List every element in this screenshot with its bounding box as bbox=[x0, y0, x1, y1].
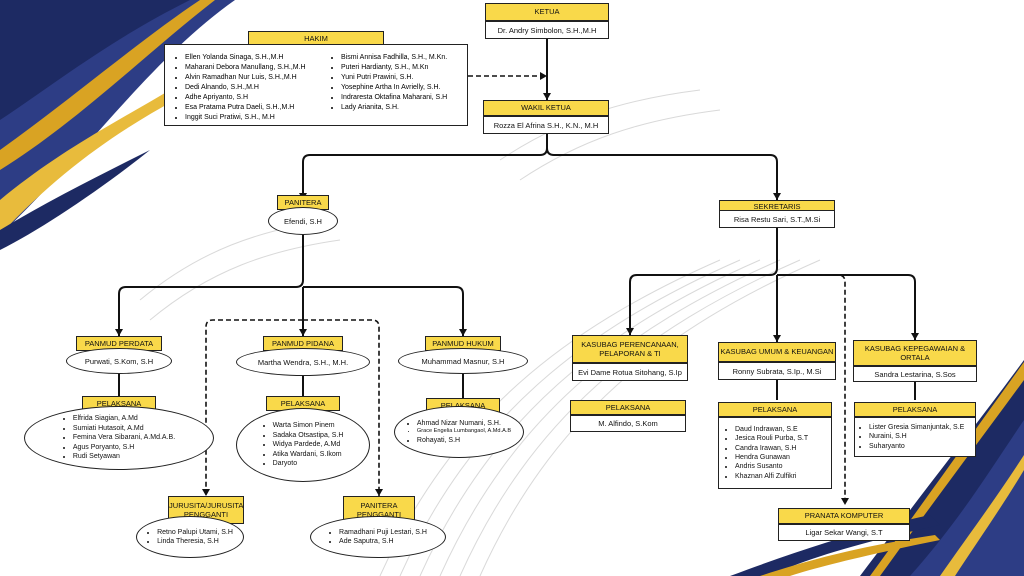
member-item: Indraresta Oktafina Maharani, S.H bbox=[341, 93, 447, 103]
member-item: Ahmad Nizar Numani, S.H. bbox=[417, 419, 511, 428]
pelaksana-perencanaan-name-box: M. Alfindo, S.Kom bbox=[570, 415, 686, 432]
jurusita-oval: Retno Palupi Utami, S.HLinda Theresia, S… bbox=[136, 516, 244, 558]
jurusita-list: Retno Palupi Utami, S.HLinda Theresia, S… bbox=[147, 528, 233, 547]
member-item: Bismi Annisa Fadhilla, S.H., M.Kn. bbox=[341, 53, 447, 63]
member-item: Rudi Setyawan bbox=[73, 452, 175, 461]
pranata-komputer-name-box: Ligar Sekar Wangi, S.T bbox=[778, 524, 910, 541]
member-item: Daud Indrawan, S.E bbox=[735, 425, 808, 434]
member-item: Alvin Ramadhan Nur Luis, S.H.,M.H bbox=[185, 73, 306, 83]
pelaksana-umum-list: Daud Indrawan, S.EJesica Rouli Purba, S.… bbox=[725, 425, 808, 482]
kasubag-perencanaan-title: KASUBAG PERENCANAAN, PELAPORAN & TI bbox=[572, 335, 688, 363]
wakil-ketua-name-box: Rozza El Afrina S.H., K.N., M.H bbox=[483, 116, 609, 134]
panmud-pidana-oval: Martha Wendra, S.H., M.H. bbox=[236, 348, 370, 376]
pelaksana-perencanaan-title: PELAKSANA bbox=[570, 400, 686, 415]
pelaksana-umum-title: PELAKSANA bbox=[718, 402, 832, 417]
member-item: Candra Irawan, S.H bbox=[735, 444, 808, 453]
pelaksana-umum-box: Daud Indrawan, S.EJesica Rouli Purba, S.… bbox=[718, 417, 832, 489]
member-item: Ellen Yolanda Sinaga, S.H.,M.H bbox=[185, 53, 306, 63]
wakil-ketua-title: WAKIL KETUA bbox=[483, 100, 609, 116]
member-item: Atika Wardani, S.Ikom bbox=[273, 450, 344, 459]
hakim-box: Ellen Yolanda Sinaga, S.H.,M.HMaharani D… bbox=[164, 44, 468, 126]
member-item: Yosephine Artha In Avrielly, S.H. bbox=[341, 83, 447, 93]
kasubag-umum-title: KASUBAG UMUM & KEUANGAN bbox=[718, 342, 836, 362]
pelaksana-perdata-oval: Elfrida Siagian, A.MdSumiati Hutasoit, A… bbox=[24, 406, 214, 470]
member-item: Adhe Apriyanto, S.H bbox=[185, 93, 306, 103]
member-item: Linda Theresia, S.H bbox=[157, 537, 233, 546]
panitera-name-oval: Efendi, S.H bbox=[268, 207, 338, 235]
member-item: Hendra Gunawan bbox=[735, 453, 808, 462]
member-item: Sadaka Otsastipa, S.H bbox=[273, 431, 344, 440]
member-item: Puteri Hardianty, S.H., M.Kn bbox=[341, 63, 447, 73]
pelaksana-hukum-oval: Ahmad Nizar Numani, S.H.Grace Engelia Lu… bbox=[394, 406, 524, 458]
panmud-hukum-oval: Muhammad Masnur, S.H bbox=[398, 348, 528, 374]
member-item: Ramadhani Puji Lestari, S.H bbox=[339, 528, 427, 537]
hakim-list-left: Ellen Yolanda Sinaga, S.H.,M.HMaharani D… bbox=[175, 53, 306, 123]
pelaksana-kepegawaian-box: Lister Gresia Simanjuntak, S.ENuraini, S… bbox=[854, 417, 976, 457]
panitera-pengganti-oval: Ramadhani Puji Lestari, S.HAde Saputra, … bbox=[310, 516, 446, 558]
member-item: Dedi Alnando, S.H.,M.H bbox=[185, 83, 306, 93]
panitera-pengganti-list: Ramadhani Puji Lestari, S.HAde Saputra, … bbox=[329, 528, 427, 547]
panmud-perdata-oval: Purwati, S.Kom, S.H bbox=[66, 348, 172, 374]
pranata-komputer-title: PRANATA KOMPUTER bbox=[778, 508, 910, 524]
kasubag-kepegawaian-name-box: Sandra Lestarina, S.Sos bbox=[853, 366, 977, 382]
kasubag-umum-name-box: Ronny Subrata, S.Ip., M.Si bbox=[718, 362, 836, 380]
ketua-title: KETUA bbox=[485, 3, 609, 21]
member-item: Yuni Putri Prawini, S.H. bbox=[341, 73, 447, 83]
kasubag-perencanaan-name-box: Evi Dame Rotua Sitohang, S.Ip bbox=[572, 363, 688, 381]
kasubag-kepegawaian-title: KASUBAG KEPEGAWAIAN & ORTALA bbox=[853, 340, 977, 366]
pelaksana-kepegawaian-title: PELAKSANA bbox=[854, 402, 976, 417]
member-item: Andris Susanto bbox=[735, 462, 808, 471]
member-item: Femina Vera Sibarani, A.Md.A.B. bbox=[73, 433, 175, 442]
member-item: Rohayati, S.H bbox=[417, 436, 511, 445]
member-item: Elfrida Siagian, A.Md bbox=[73, 414, 175, 423]
member-item: Grace Engelia Lumbangaol, A.Md.A.B bbox=[417, 428, 511, 436]
pelaksana-kepegawaian-list: Lister Gresia Simanjuntak, S.ENuraini, S… bbox=[859, 423, 964, 451]
member-item: Sumiati Hutasoit, A.Md bbox=[73, 424, 175, 433]
member-item: Maharani Debora Manullang, S.H.,M.H bbox=[185, 63, 306, 73]
pelaksana-pidana-oval: Warta Simon PinemSadaka Otsastipa, S.HWi… bbox=[236, 408, 370, 482]
member-item: Lady Arianita, S.H. bbox=[341, 103, 447, 113]
member-item: Nuraini, S.H bbox=[869, 432, 964, 441]
sekretaris-name-box: Risa Restu Sari, S.T.,M.Si bbox=[719, 210, 835, 228]
hakim-list-right: Bismi Annisa Fadhilla, S.H., M.Kn.Puteri… bbox=[331, 53, 447, 113]
member-item: Widya Pardede, A.Md bbox=[273, 440, 344, 449]
member-item: Inggit Suci Pratiwi, S.H., M.H bbox=[185, 113, 306, 123]
member-item: Retno Palupi Utami, S.H bbox=[157, 528, 233, 537]
member-item: Jesica Rouli Purba, S.T bbox=[735, 434, 808, 443]
ketua-name-box: Dr. Andry Simbolon, S.H.,M.H bbox=[485, 21, 609, 39]
member-item: Agus Poryanto, S.H bbox=[73, 443, 175, 452]
member-item: Suharyanto bbox=[869, 442, 964, 451]
pelaksana-perdata-list: Elfrida Siagian, A.MdSumiati Hutasoit, A… bbox=[63, 414, 175, 461]
member-item: Esa Pratama Putra Daeli, S.H.,M.H bbox=[185, 103, 306, 113]
member-item: Warta Simon Pinem bbox=[273, 421, 344, 430]
member-item: Khaznan Alfi Zulfikri bbox=[735, 472, 808, 481]
member-item: Daryoto bbox=[273, 459, 344, 468]
member-item: Lister Gresia Simanjuntak, S.E bbox=[869, 423, 964, 432]
pelaksana-pidana-list: Warta Simon PinemSadaka Otsastipa, S.HWi… bbox=[263, 421, 344, 468]
member-item: Ade Saputra, S.H bbox=[339, 537, 427, 546]
pelaksana-hukum-list: Ahmad Nizar Numani, S.H.Grace Engelia Lu… bbox=[407, 419, 511, 445]
